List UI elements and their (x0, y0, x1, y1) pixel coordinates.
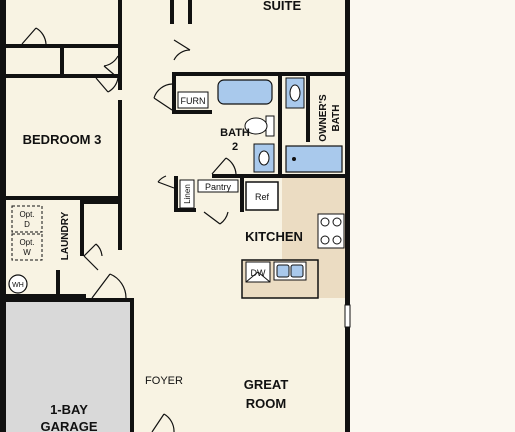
fixture-label-opt-w: Opt. (19, 238, 34, 247)
door-swing-garage (91, 273, 127, 299)
door-swing-furn (153, 83, 173, 111)
water-heater (8, 274, 28, 294)
pantry-shelf (197, 179, 239, 193)
wall-garage-top (6, 298, 132, 302)
wall-pantry-right (240, 176, 244, 212)
range-burner (332, 235, 342, 245)
range (317, 213, 345, 249)
fixture-label-dw: DW (251, 268, 266, 278)
wall-linen-left (174, 176, 178, 210)
door-swing-front (151, 413, 175, 432)
wall-garage-east (130, 298, 134, 432)
wall-obath-mid (306, 72, 310, 142)
wall-furn-bottom (172, 110, 212, 114)
room-label-laundry: LAUNDRY (60, 211, 71, 260)
opt-dryer (11, 205, 43, 233)
room-label-garage: 1-BAY (50, 402, 88, 417)
wall-bath2-bottom (212, 174, 282, 178)
wall-suite-closet (170, 0, 174, 24)
bathtub-bath2 (217, 79, 273, 105)
kitchen-sink-basin (290, 264, 304, 278)
wall-bed3-east (118, 100, 122, 198)
linen-shelf (179, 179, 195, 209)
bath2-toilet (244, 117, 268, 135)
wall-obath-bottom (282, 174, 345, 178)
room-label-foyer: FOYER (145, 375, 183, 387)
wall-bed3-east-upper (118, 0, 122, 90)
bath2-sink-basin (258, 150, 270, 166)
door-swing-bath2 (211, 157, 237, 175)
garage-floor (6, 298, 132, 432)
wall-closet-divider (60, 44, 64, 78)
fixture-label-ref: Ref (255, 192, 270, 202)
wall-east (345, 0, 350, 432)
wall-laundry-divider (56, 270, 60, 298)
range-burner (332, 217, 342, 227)
kitchen-sink-basin (276, 264, 290, 278)
dishwasher-mark (245, 271, 271, 283)
door-swing-suite (173, 39, 191, 61)
range-burner (320, 217, 330, 227)
door-swing-bed3-hall (103, 55, 119, 79)
wall-closet-east (118, 200, 122, 250)
wall-laundry-east (80, 200, 84, 256)
fixture-label-linen: Linen (183, 184, 192, 204)
room-label-great-room: GREAT (244, 377, 289, 392)
room-label-bedroom-3: BEDROOM 3 (23, 132, 102, 147)
fixture-label-opt-w-2: W (23, 248, 31, 257)
furnace (177, 91, 209, 109)
range-burner (320, 235, 330, 245)
room-label-bath-2-number: 2 (232, 141, 238, 153)
room-label-garage-2: GARAGE (40, 419, 97, 432)
fixture-label-pantry: Pantry (205, 182, 232, 192)
wall-closet-top (84, 200, 122, 204)
room-label-owners-bath-2: BATH (331, 104, 342, 131)
door-swing-bed3 (95, 77, 119, 93)
obath-sink-basin (289, 84, 301, 102)
room-label-great-room-2: ROOM (246, 396, 286, 411)
room-label-owners-bath: OWNER'S (318, 94, 329, 142)
fixture-label-furn: FURN (181, 96, 206, 106)
wall-bed3-bottom (6, 196, 122, 200)
refrigerator (245, 181, 279, 211)
opt-washer (11, 233, 43, 261)
fixture-label-wh: WH (12, 282, 24, 289)
wall-linen-bottom (174, 208, 196, 212)
obath-shower-drain (292, 157, 296, 161)
door-swing-linen (157, 175, 175, 189)
fixture-label-opt-d-2: D (24, 220, 30, 229)
door-swing-closet-laundry (83, 243, 103, 257)
wall-suite-bottom (172, 72, 345, 76)
fixture-label-opt-d: Opt. (19, 210, 34, 219)
room-label-bath-2: BATH (220, 127, 250, 139)
wall-furn-left (172, 72, 176, 112)
wall-suite-closet2 (188, 0, 192, 24)
door-swing-pantry (203, 211, 229, 225)
door-swing-laundry (83, 255, 99, 271)
wall-laundry-bottom-left (6, 294, 86, 298)
door-swing-closet (21, 27, 47, 45)
window-east (344, 304, 351, 328)
room-label-kitchen: KITCHEN (245, 229, 303, 244)
room-label-suite: SUITE (263, 0, 302, 13)
wall-west (0, 0, 6, 432)
wall-bath2-east (278, 72, 282, 176)
